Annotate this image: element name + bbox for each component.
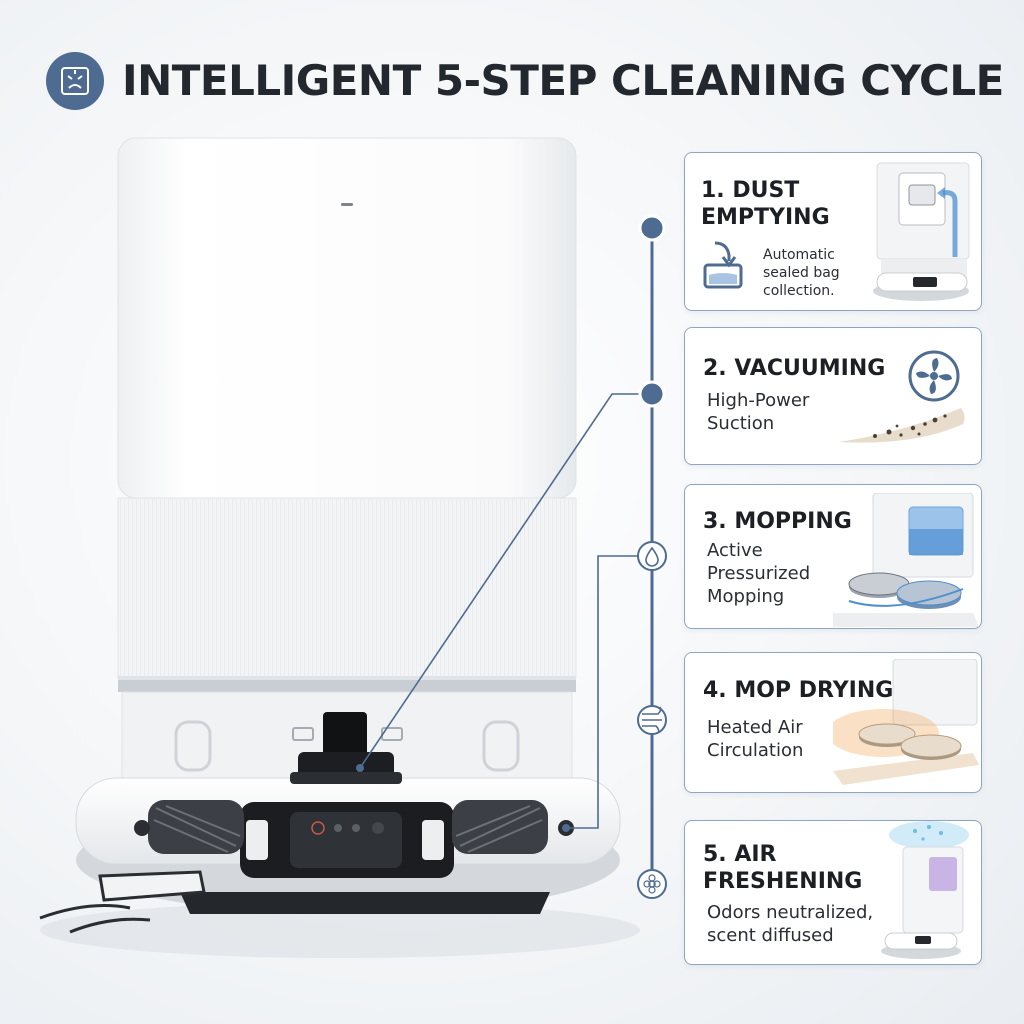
step-title: 4. MOP DRYING	[703, 678, 894, 703]
step-card-vacuuming: 2. VACUUMING High-Power Suction	[684, 327, 982, 465]
step-description: Active Pressurized Mopping	[707, 540, 811, 607]
step-card-air-freshening: 5. AIR FRESHENING Odors neutralized, sce…	[684, 820, 982, 965]
suction-debris-illustration	[839, 408, 965, 443]
bin-download-icon	[701, 241, 745, 296]
step-title: 2. VACUUMING	[703, 356, 886, 381]
fan-icon	[907, 349, 961, 408]
step-title: 1. DUST EMPTYING	[701, 178, 830, 230]
step-title: 5. AIR FRESHENING	[703, 842, 863, 894]
step-description: Heated Air Circulation	[707, 717, 804, 761]
robot-cleaning-icon	[46, 52, 104, 110]
step-description: Automatic sealed bag collection.	[763, 247, 840, 299]
step-card-mopping: 3. MOPPING Active Pressurized Mopping	[684, 484, 982, 629]
step-card-dust-emptying: 1. DUST EMPTYING Automatic sealed bag co…	[684, 152, 982, 311]
step-card-mop-drying: 4. MOP DRYING Heated Air Circulation	[684, 652, 982, 793]
dock-bag-illustration	[873, 162, 970, 301]
step-description: High-Power Suction	[707, 390, 810, 434]
robot-vacuum-dock-illustration	[39, 137, 640, 958]
step-description: Odors neutralized, scent diffused	[707, 902, 874, 946]
air-freshener-dock-illustration	[881, 821, 969, 959]
step-title: 3. MOPPING	[703, 509, 852, 534]
mopping-pads-illustration	[833, 493, 979, 627]
mop-drying-illustration	[833, 659, 979, 785]
page-title: INTELLIGENT 5-STEP CLEANING CYCLE	[122, 56, 1004, 105]
